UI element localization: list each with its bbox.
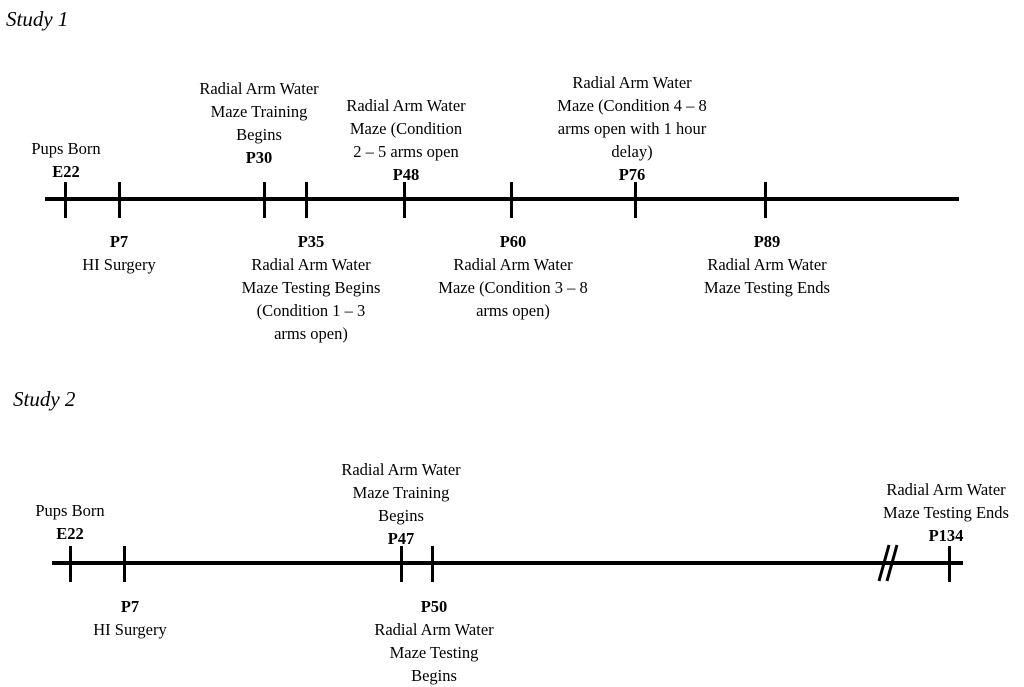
study-1-label-p76: Radial Arm Water Maze (Condition 4 – 8 a… [557, 71, 706, 186]
study-1-label-p7: P7 HI Surgery [82, 230, 155, 276]
event-day: P89 [753, 232, 781, 251]
study-1-tick-e22 [64, 182, 67, 218]
event-description: Maze (Condition [349, 119, 463, 138]
event-day: P7 [109, 232, 129, 251]
event-description: Maze (Condition 4 – 8 [557, 96, 707, 115]
study-1-tick-p7 [118, 182, 121, 218]
event-description: Pups Born [35, 501, 105, 520]
event-day: P7 [120, 597, 140, 616]
event-day: P50 [420, 597, 448, 616]
event-day: P76 [618, 165, 646, 184]
study-2-tick-p50 [431, 546, 434, 582]
study-2-tick-p47 [400, 546, 403, 582]
study-2-tick-e22 [69, 546, 72, 582]
event-description: Maze Testing Ends [883, 503, 1009, 522]
event-day: E22 [52, 162, 80, 181]
event-description: Maze Training [352, 483, 450, 502]
study-1-timeline [45, 197, 959, 201]
event-description: Radial Arm Water [453, 255, 573, 274]
study-1-tick-p60 [510, 182, 513, 218]
study-2-tick-p134 [948, 546, 951, 582]
study-2-label-e22: Pups Born E22 [35, 499, 104, 545]
study-1-label-p89: P89 Radial Arm Water Maze Testing Ends [704, 230, 830, 299]
study-1-label-p35: P35 Radial Arm Water Maze Testing Begins… [242, 230, 381, 345]
study-2-label-p7: P7 HI Surgery [93, 595, 166, 641]
event-description: Radial Arm Water [572, 73, 692, 92]
event-description: Radial Arm Water [251, 255, 371, 274]
event-day: P134 [928, 526, 964, 545]
event-description: Radial Arm Water [346, 96, 466, 115]
study-1-label-e22: Pups Born E22 [31, 137, 100, 183]
event-description: Maze Testing Ends [704, 278, 830, 297]
study-1-tick-p48 [403, 182, 406, 218]
event-day: P47 [387, 529, 415, 548]
study-2-label-p47: Radial Arm Water Maze Training Begins P4… [341, 458, 460, 550]
study-2-timeline [52, 561, 963, 565]
event-day: P48 [392, 165, 420, 184]
event-description: Radial Arm Water [707, 255, 827, 274]
study-1-label-p48: Radial Arm Water Maze (Condition 2 – 5 a… [346, 94, 465, 186]
event-description: Radial Arm Water [374, 620, 494, 639]
event-description: Pups Born [31, 139, 101, 158]
event-description: Begins [378, 506, 424, 525]
study-1-tick-p35 [305, 182, 308, 218]
study-1-tick-p30 [263, 182, 266, 218]
study-1-label-p30: Radial Arm Water Maze Training Begins P3… [199, 77, 318, 169]
event-description: Begins [236, 125, 282, 144]
event-day: P35 [297, 232, 325, 251]
study-1-title: Study 1 [6, 7, 69, 31]
event-description: arms open with 1 hour [557, 119, 707, 138]
axis-break-icon [877, 544, 899, 582]
study-1-tick-p89 [764, 182, 767, 218]
event-description: Radial Arm Water [199, 79, 319, 98]
event-description: Maze Testing [389, 643, 479, 662]
event-description: 2 – 5 arms open [353, 142, 459, 161]
event-day: E22 [56, 524, 84, 543]
event-description: Maze Testing Begins [241, 278, 381, 297]
event-day: P60 [499, 232, 527, 251]
study-1-tick-p76 [634, 182, 637, 218]
event-day: P30 [245, 148, 273, 167]
event-description: delay) [611, 142, 653, 161]
study-2-title: Study 2 [13, 387, 76, 411]
study-1-label-p60: P60 Radial Arm Water Maze (Condition 3 –… [438, 230, 587, 322]
event-description: Maze (Condition 3 – 8 [438, 278, 588, 297]
event-description: arms open) [274, 324, 348, 343]
event-description: (Condition 1 – 3 [256, 301, 366, 320]
study-2-label-p134: Radial Arm Water Maze Testing Ends P134 [883, 478, 1009, 547]
event-description: Radial Arm Water [341, 460, 461, 479]
study-2-label-p50: P50 Radial Arm Water Maze Testing Begins [374, 595, 493, 687]
event-description: HI Surgery [93, 620, 167, 639]
event-description: Radial Arm Water [886, 480, 1006, 499]
event-description: Maze Training [210, 102, 308, 121]
study-2-tick-p7 [123, 546, 126, 582]
event-description: arms open) [476, 301, 550, 320]
event-description: HI Surgery [82, 255, 156, 274]
event-description: Begins [411, 666, 457, 685]
